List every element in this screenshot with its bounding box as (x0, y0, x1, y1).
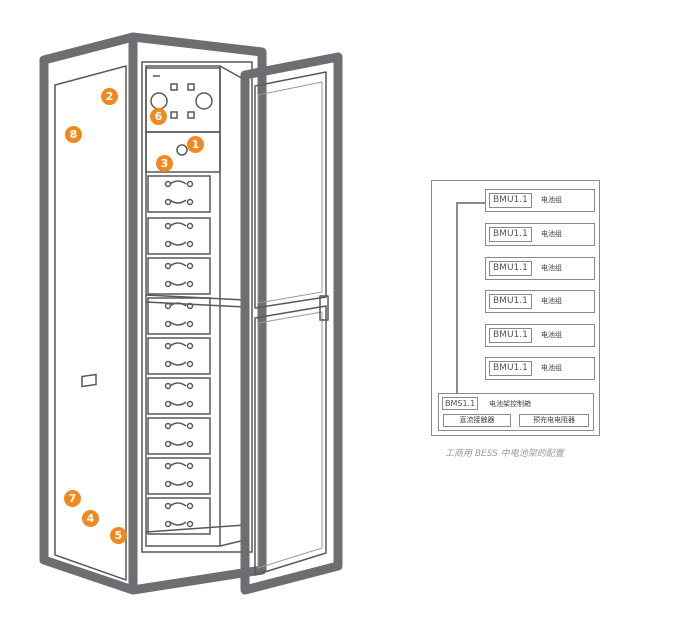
battery-module (147, 337, 211, 375)
module-terminal (164, 240, 172, 248)
cabinet-frame (39, 32, 267, 595)
module-terminal (186, 360, 194, 368)
module-terminal (186, 382, 194, 390)
battery-module (147, 457, 211, 495)
callout-4: 4 (82, 510, 99, 527)
module-cable (169, 382, 187, 406)
module-terminal (186, 440, 194, 448)
module-terminal (164, 262, 172, 270)
module-terminal (186, 520, 194, 528)
module-terminal (186, 342, 194, 350)
module-terminal (186, 320, 194, 328)
module-cable (169, 222, 187, 246)
bmu-row: BMU1.1 电池组 (485, 257, 595, 280)
callout-5: 5 (110, 527, 127, 544)
module-terminal (186, 198, 194, 206)
callout-7: 7 (64, 490, 81, 507)
side-panel (54, 65, 127, 582)
module-terminal (186, 262, 194, 270)
module-terminal (164, 382, 172, 390)
module-terminal (186, 400, 194, 408)
module-terminal (164, 480, 172, 488)
bms-label: BMS1.1 (442, 397, 479, 410)
bmu-description: 电池组 (541, 230, 562, 238)
battery-module (147, 497, 211, 535)
bms-description: 电池架控制箱 (489, 400, 531, 408)
bmu-label: BMU1.1 (489, 294, 532, 309)
module-cable (169, 342, 187, 366)
module-terminal (186, 502, 194, 510)
rack-configuration-diagram: BMU1.1 电池组 BMU1.1 电池组 BMU1.1 电池组 BMU1.1 … (431, 180, 600, 436)
bmu-description: 电池组 (541, 297, 562, 305)
control-box (145, 67, 221, 173)
bmu-description: 电池组 (541, 331, 562, 339)
battery-module (147, 377, 211, 415)
bmu-description: 电池组 (541, 364, 562, 372)
module-terminal (164, 360, 172, 368)
module-terminal (164, 180, 172, 188)
battery-module (147, 175, 211, 213)
callout-2: 2 (101, 88, 118, 105)
module-terminal (186, 280, 194, 288)
connector-line-vertical (456, 202, 458, 393)
module-terminal (164, 400, 172, 408)
bmu-label: BMU1.1 (489, 227, 532, 242)
module-terminal (164, 222, 172, 230)
precharge-resistor-box: 预充电电阻器 (519, 414, 589, 427)
bmu-label: BMU1.1 (489, 361, 532, 376)
module-terminal (164, 302, 172, 310)
battery-module (147, 417, 211, 455)
module-terminal (164, 280, 172, 288)
bmu-label: BMU1.1 (489, 261, 532, 276)
bmu-row: BMU1.1 电池组 (485, 357, 595, 380)
bmu-description: 电池组 (541, 196, 562, 204)
bmu-row: BMU1.1 电池组 (485, 324, 595, 347)
bmu-label: BMU1.1 (489, 193, 532, 208)
module-terminal (164, 198, 172, 206)
module-terminal (164, 342, 172, 350)
module-terminal (164, 440, 172, 448)
diagram-caption: 工商用 BESS 中电池架的配置 (445, 449, 564, 459)
module-terminal (186, 180, 194, 188)
module-terminal (164, 520, 172, 528)
bms-control-box: BMS1.1 电池架控制箱 直流接触器 预充电电阻器 (438, 393, 594, 431)
callout-3: 3 (156, 155, 173, 172)
module-terminal (186, 422, 194, 430)
cabinet-door (240, 52, 343, 595)
bmu-row: BMU1.1 电池组 (485, 223, 595, 246)
battery-module (147, 217, 211, 255)
callout-1: 1 (187, 136, 204, 153)
module-cable (169, 462, 187, 486)
module-cable (169, 262, 187, 286)
module-terminal (186, 240, 194, 248)
module-terminal (164, 502, 172, 510)
module-cable (169, 302, 187, 326)
module-terminal (186, 222, 194, 230)
callout-6: 6 (150, 108, 167, 125)
module-terminal (186, 462, 194, 470)
module-terminal (186, 302, 194, 310)
bmu-row: BMU1.1 电池组 (485, 189, 595, 212)
bmu-row: BMU1.1 电池组 (485, 290, 595, 313)
module-cable (169, 180, 187, 204)
dc-contactor-box: 直流接触器 (443, 414, 511, 427)
module-terminal (186, 480, 194, 488)
module-terminal (164, 462, 172, 470)
module-terminal (164, 422, 172, 430)
bmu-description: 电池组 (541, 264, 562, 272)
bmu-label: BMU1.1 (489, 328, 532, 343)
battery-module (147, 297, 211, 335)
callout-8: 8 (65, 126, 82, 143)
battery-modules (147, 175, 211, 535)
module-terminal (164, 320, 172, 328)
module-cable (169, 422, 187, 446)
module-cable (169, 502, 187, 526)
connector-line-horizontal (456, 202, 485, 204)
battery-module (147, 257, 211, 295)
